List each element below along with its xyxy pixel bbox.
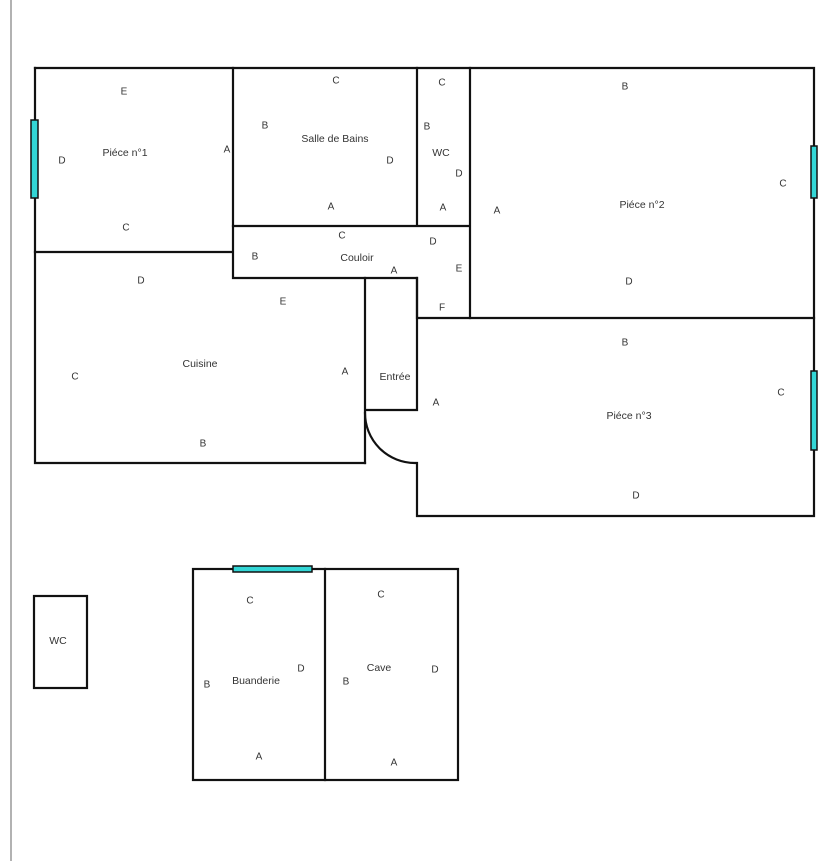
room-cuisine: Cuisine D E C A B [71, 276, 348, 450]
walls [32, 66, 816, 782]
wall-label: D [455, 169, 462, 180]
wall-label: C [332, 76, 339, 87]
wall-label: A [391, 266, 398, 277]
wall-label: C [438, 78, 445, 89]
wall-label: E [280, 297, 287, 308]
wall-label: A [494, 206, 501, 217]
wall-label: A [224, 145, 231, 156]
wall-label: B [204, 680, 211, 691]
wall-label: D [431, 665, 438, 676]
door-arc [363, 411, 417, 465]
room-wc-top: WC C B D A [424, 78, 463, 214]
wall-label: B [262, 121, 269, 132]
room-label: WC [49, 635, 67, 647]
wall-label: C [777, 388, 784, 399]
wall-label: D [297, 664, 304, 675]
wall-label: D [137, 276, 144, 287]
wall-label: C [338, 231, 345, 242]
wall-label: D [58, 156, 65, 167]
room-label: WC [432, 147, 450, 159]
wall-label: B [343, 677, 350, 688]
windows [30, 119, 818, 573]
wall-label: A [440, 203, 447, 214]
room-wc-annex: WC [49, 635, 67, 647]
wall-label: A [433, 398, 440, 409]
wc-annex-outline [32, 594, 89, 690]
room-label: Couloir [340, 252, 374, 264]
wall-label: C [377, 590, 384, 601]
wall-label: E [456, 264, 463, 275]
wall-label: D [429, 237, 436, 248]
room-label: Salle de Bains [301, 133, 368, 145]
wall-label: D [632, 491, 639, 502]
wall-label: B [252, 252, 259, 263]
room-salle-de-bains: Salle de Bains C B D A [262, 76, 394, 213]
room-piece2: Piéce n°2 B A C D [494, 82, 787, 288]
room-label: Piéce n°2 [619, 199, 664, 211]
room-couloir: Couloir C B A D E F [252, 231, 463, 314]
wall-label: D [625, 277, 632, 288]
room-label: Cave [367, 662, 392, 674]
wall-label: D [386, 156, 393, 167]
wall-label: B [622, 82, 629, 93]
window-piece3 [810, 370, 818, 451]
room-piece3: Piéce n°3 B A C D [433, 338, 785, 502]
wall-label: A [328, 202, 335, 213]
wall-label: B [424, 122, 431, 133]
room-label: Entrée [380, 371, 411, 383]
wall-label: C [246, 596, 253, 607]
room-cave: Cave C B D A [343, 590, 439, 769]
wall-label: C [122, 223, 129, 234]
wall-label: B [622, 338, 629, 349]
wall-label: A [256, 752, 263, 763]
wall-label: A [342, 367, 349, 378]
wall-label: A [391, 758, 398, 769]
room-label: Piéce n°1 [102, 147, 147, 159]
room-label: Cuisine [182, 358, 217, 370]
room-buanderie: Buanderie C B D A [204, 596, 305, 763]
window-piece1 [30, 119, 39, 199]
room-piece1: Piéce n°1 E D A C [58, 87, 230, 234]
room-label: Buanderie [232, 675, 280, 687]
wall-label: E [121, 87, 128, 98]
wall-label: C [779, 179, 786, 190]
wall-label: C [71, 372, 78, 383]
wall-label: F [439, 303, 445, 314]
window-piece2 [810, 145, 818, 199]
room-entree: Entrée [380, 371, 411, 383]
room-label: Piéce n°3 [606, 410, 651, 422]
wall-label: B [200, 439, 207, 450]
window-buanderie [232, 565, 313, 573]
